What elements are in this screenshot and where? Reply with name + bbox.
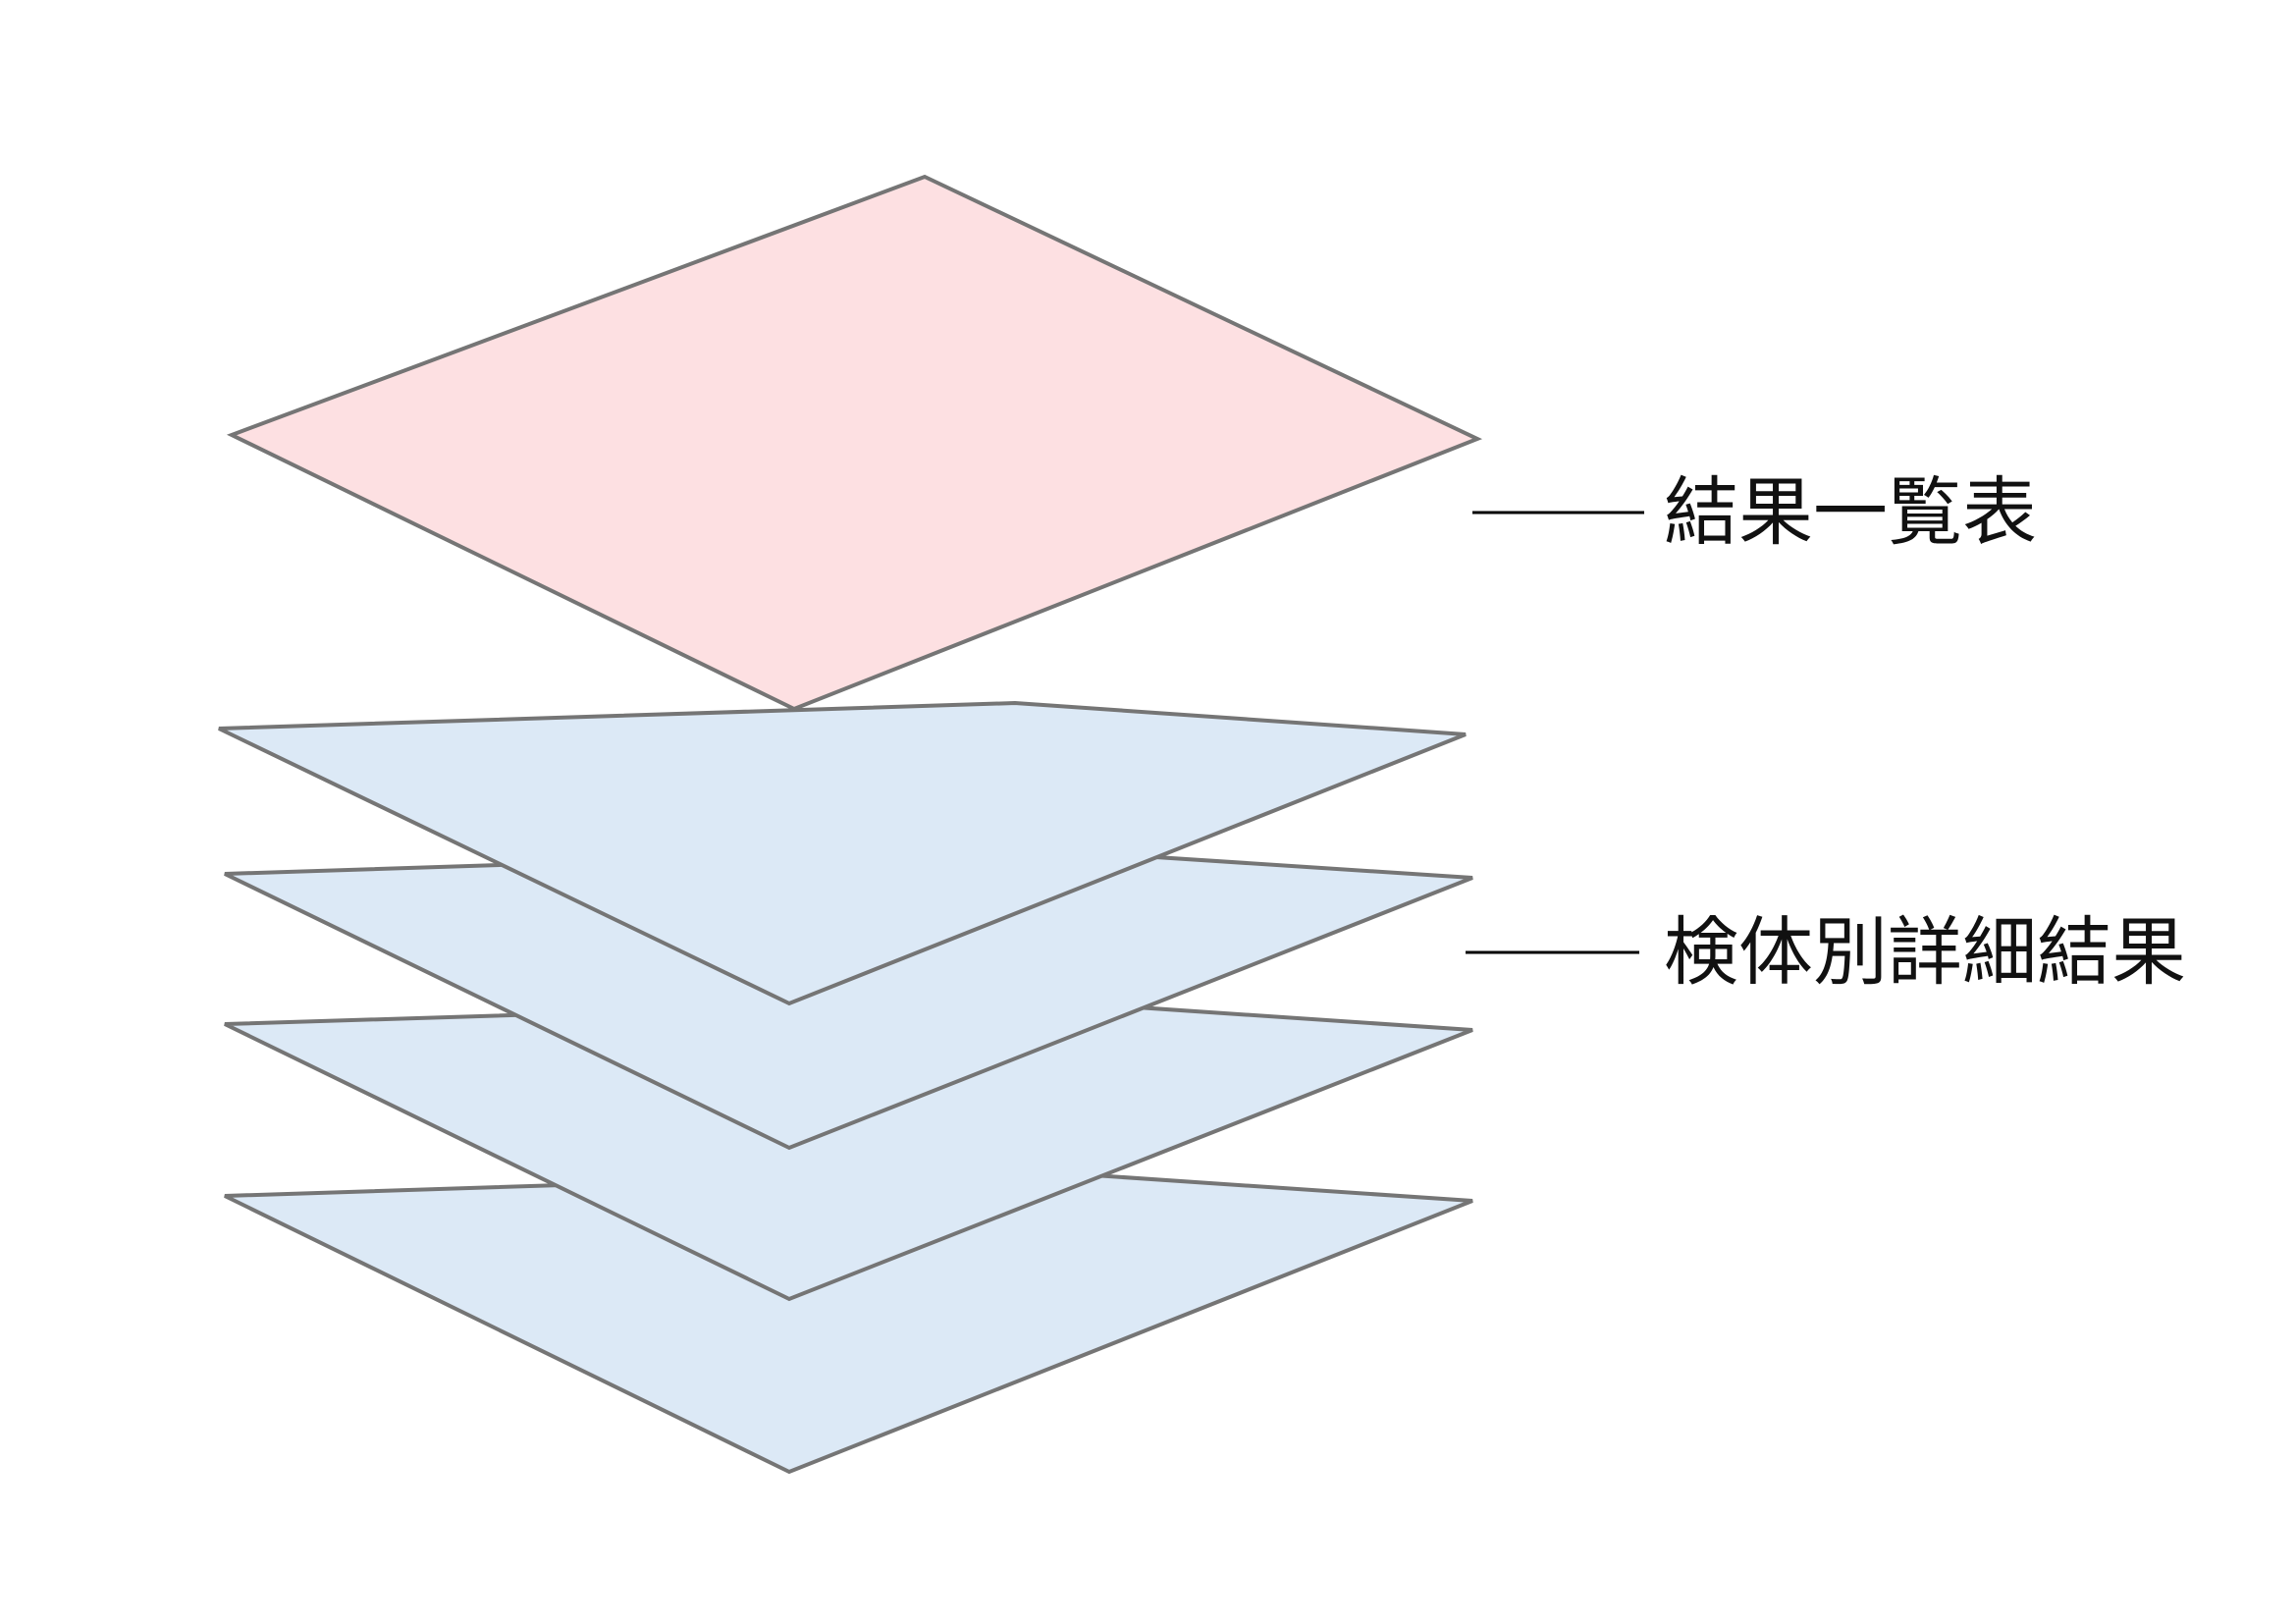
details-label: 検体別詳細結果 <box>1664 908 2186 996</box>
summary-label: 結果一覧表 <box>1664 468 2037 556</box>
summary-sheet <box>226 174 1483 712</box>
detail-sheet-1 <box>218 700 1467 1006</box>
